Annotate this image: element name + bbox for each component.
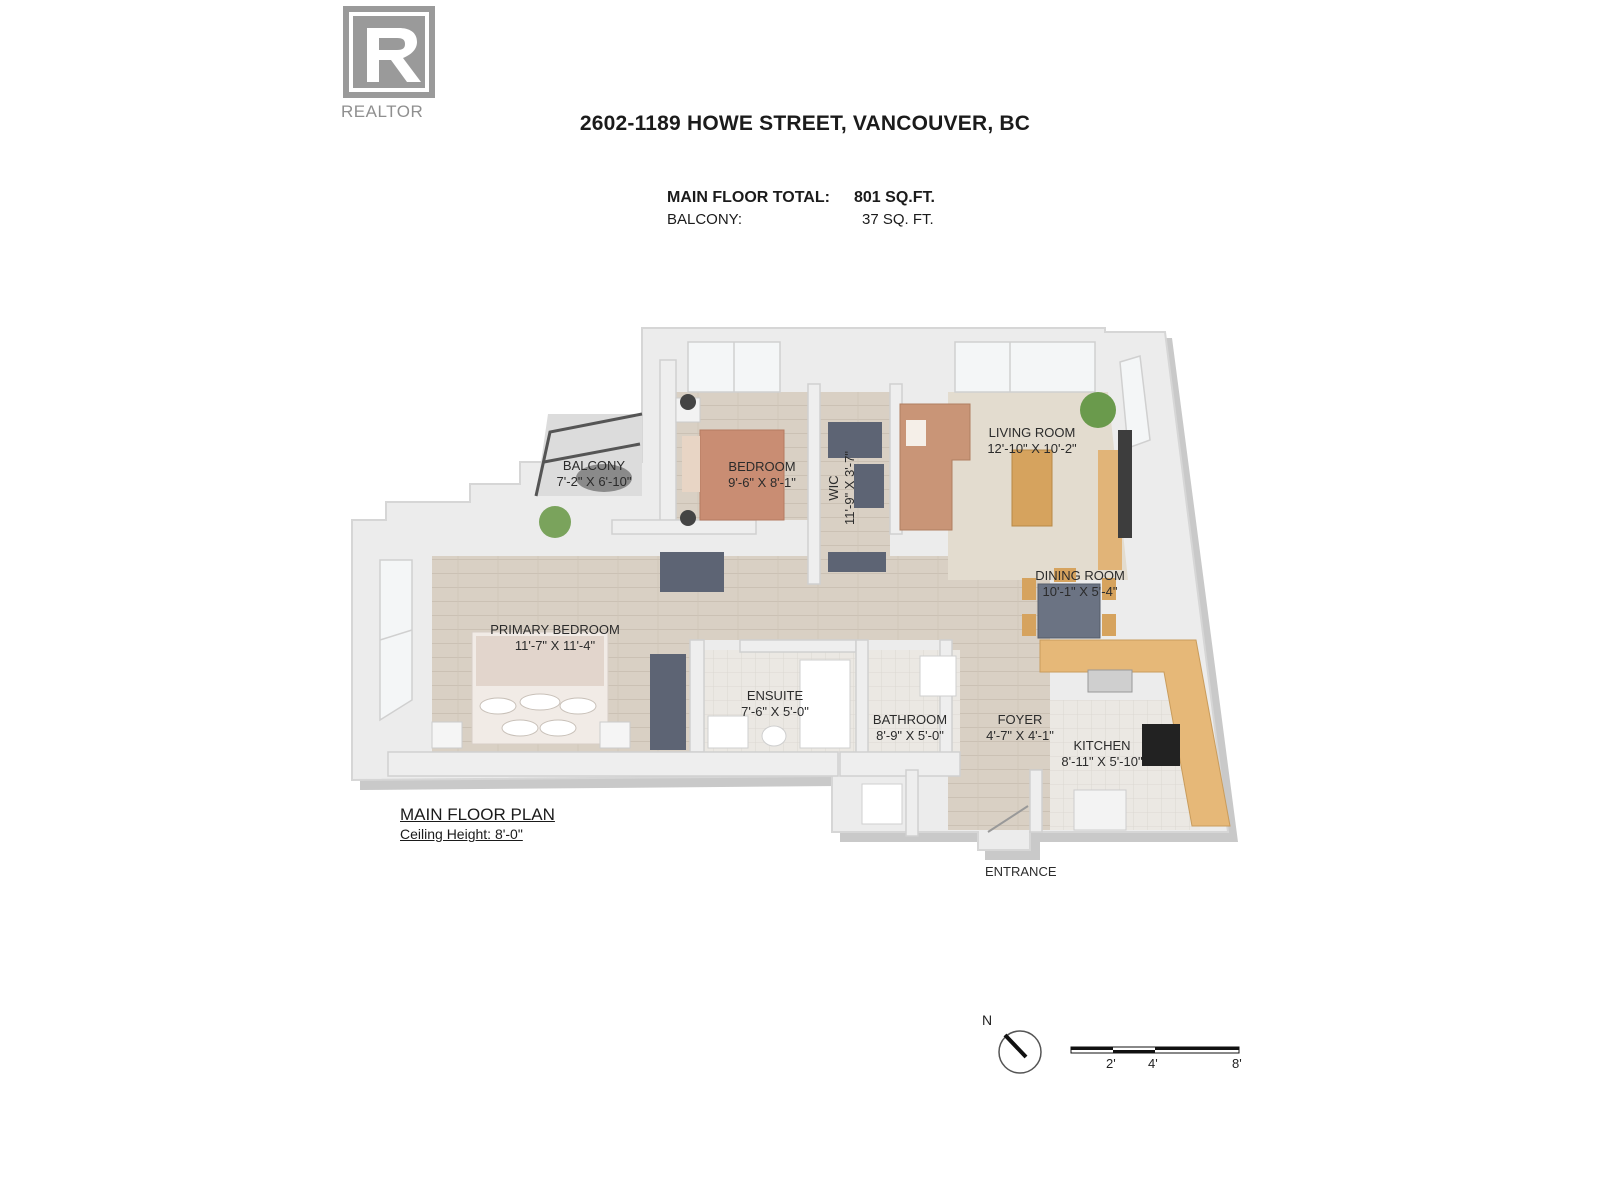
room-dims: 12'-10" X 10'-2": [987, 441, 1077, 456]
room-dims: 7'-2" X 6'-10": [556, 474, 632, 489]
main-floor-total-label: MAIN FLOOR TOTAL:: [667, 189, 830, 206]
compass-icon: [998, 1030, 1042, 1074]
room-name: DINING ROOM: [1035, 568, 1125, 583]
scale-bar-icon: [1070, 1046, 1240, 1054]
sofa-pillow: [906, 420, 926, 446]
room-dims: 4'-7" X 4'-1": [986, 728, 1054, 743]
room-dims: 7'-6" X 5'-0": [741, 704, 809, 719]
kitchen-sink: [1087, 669, 1133, 693]
entrance-label: ENTRANCE: [985, 864, 1057, 879]
room-name: LIVING ROOM: [988, 425, 1076, 440]
room-dims: 11'-7" X 11'-4": [514, 638, 596, 653]
room-dims: 8'-9" X 5'-0": [876, 728, 944, 743]
balcony-railing: [534, 412, 643, 497]
ensuite-toilet: [761, 725, 787, 747]
coffee-table: [1011, 449, 1053, 527]
room-label-dining-room: DINING ROOM 10'-1" X 5'-4": [1035, 568, 1125, 600]
dining-table: [1037, 583, 1101, 639]
room-dims: 10'-1" X 5'-4": [1042, 584, 1118, 599]
windows: [379, 341, 1151, 722]
wic-clothes: [650, 422, 886, 750]
room-label-primary-bedroom: PRIMARY BEDROOM 11'-7" X 11'-4": [490, 622, 620, 654]
room-label-living-room: LIVING ROOM 12'-10" X 10'-2": [987, 425, 1076, 457]
primary-bed-pillows: [479, 693, 597, 737]
bathroom-shower: [861, 783, 903, 825]
scale-tick-4ft: 4': [1148, 1056, 1158, 1071]
ensuite-vanity: [707, 715, 749, 749]
main-floor-total-value: 801 SQ.FT.: [854, 189, 935, 206]
room-dims: 9'-6" X 8'-1": [728, 475, 796, 490]
bedroom-bed: [699, 429, 785, 521]
room-name: WIC: [826, 475, 841, 501]
room-label-wic: WIC 11'-9" X 3'-7": [826, 451, 858, 525]
primary-bed-cover: [476, 636, 604, 686]
scale-tick-8ft: 8': [1232, 1056, 1242, 1071]
plan-title: MAIN FLOOR PLAN: [400, 805, 555, 824]
north-label: N: [982, 1012, 993, 1028]
room-name: KITCHEN: [1073, 738, 1131, 753]
realtor-logo-text: REALTOR: [341, 102, 424, 121]
room-name: PRIMARY BEDROOM: [490, 622, 620, 637]
room-label-bathroom: BATHROOM 8'-9" X 5'-0": [873, 712, 947, 744]
dining-chairs: [1022, 568, 1116, 636]
bedroom-lamp: [680, 394, 696, 410]
room-dims: 11'-9" X 3'-7": [842, 451, 857, 525]
kitchen-counter: [1039, 639, 1231, 827]
primary-nightstand-right: [599, 721, 631, 749]
room-label-balcony: BALCONY 7'-2" X 6'-10": [557, 458, 632, 490]
kitchen-stove: [1142, 724, 1180, 766]
ceiling-height: Ceiling Height: 8'-0": [400, 826, 523, 842]
balcony-plant: [539, 506, 571, 538]
property-address: 2602-1189 HOWE STREET, VANCOUVER, BC: [579, 112, 1031, 135]
tv: [1118, 430, 1132, 538]
entrance-door-swing: [987, 805, 1029, 833]
room-name: BATHROOM: [872, 712, 948, 727]
interior-walls: [387, 359, 1043, 837]
scale-tick-2ft: 2': [1106, 1056, 1116, 1071]
room-label-foyer: FOYER 4'-7" X 4'-1": [986, 712, 1054, 744]
ensuite-tub: [799, 659, 851, 749]
living-plant: [1080, 392, 1116, 428]
balcony-area-label: BALCONY:: [667, 211, 743, 228]
balcony-area-value: 37 SQ. FT.: [862, 211, 934, 228]
balcony-table: [576, 464, 632, 492]
room-label-kitchen: KITCHEN 8'-11" X 5'-10": [1061, 738, 1142, 770]
room-dims: 8'-11" X 5'-10": [1061, 754, 1143, 769]
bedroom-pillows: [682, 436, 700, 492]
realtor-logo: REALTOR: [341, 6, 447, 124]
bathroom-vanity: [919, 655, 957, 697]
room-name: FOYER: [997, 712, 1043, 727]
foyer-floor: [948, 580, 1050, 830]
bedroom-lamp-2: [680, 510, 696, 526]
primary-nightstand-left: [431, 721, 463, 749]
room-name: BALCONY: [562, 458, 626, 473]
room-label-bedroom: BEDROOM 9'-6" X 8'-1": [728, 459, 796, 491]
room-name: ENSUITE: [746, 688, 804, 703]
room-label-ensuite: ENSUITE 7'-6" X 5'-0": [741, 688, 809, 720]
realtor-logo-icon: [343, 6, 435, 98]
fridge: [1073, 789, 1127, 831]
room-name: BEDROOM: [728, 459, 796, 474]
